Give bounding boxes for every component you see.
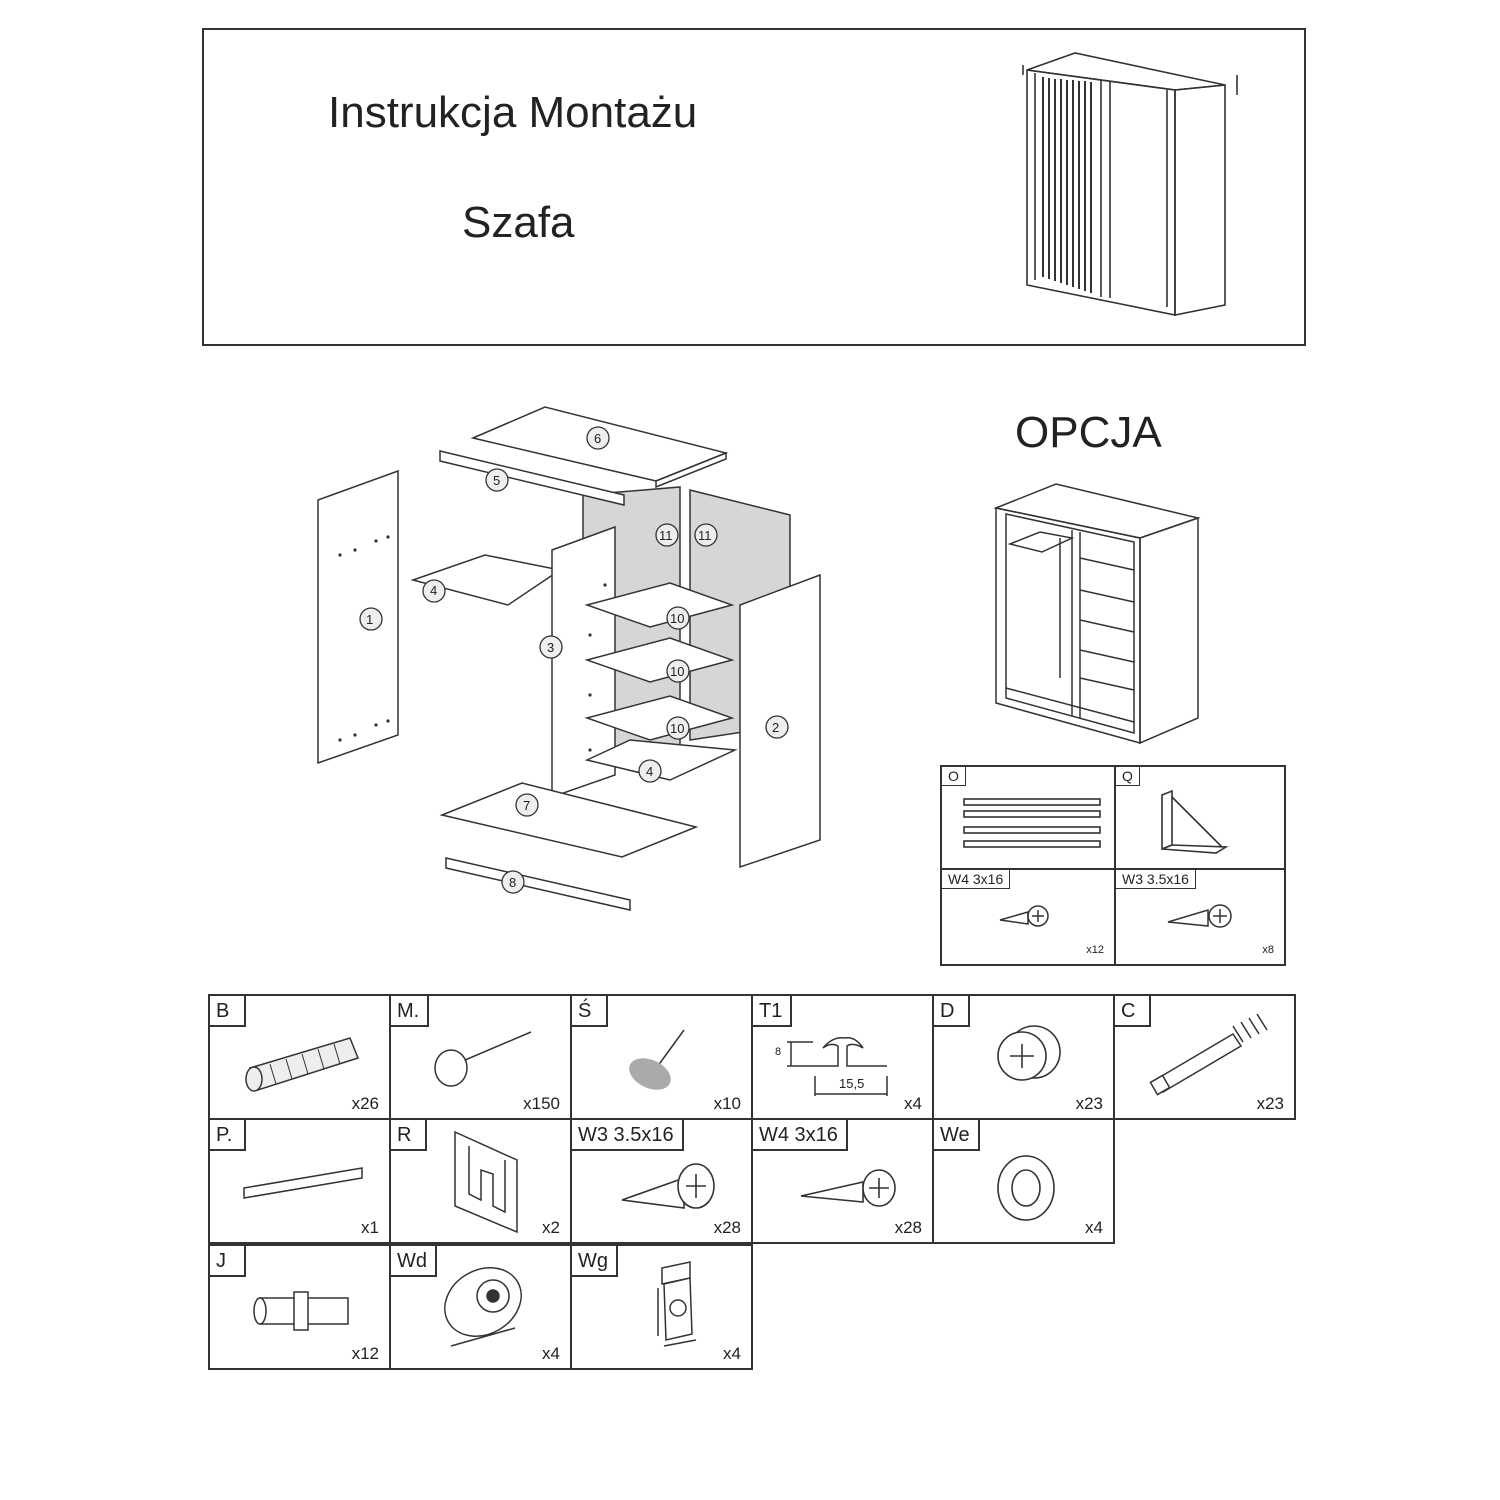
hardware-part-we-label: We — [934, 1120, 980, 1151]
hardware-part-d: D x23 — [932, 994, 1115, 1120]
hardware-part-r-label: R — [391, 1120, 427, 1151]
hardware-part-wd: Wd x4 — [389, 1244, 572, 1370]
hardware-part-c: C x23 — [1113, 994, 1296, 1120]
rail-set-icon — [963, 798, 1101, 848]
connector-icon — [253, 1291, 349, 1331]
option-part-w4-qty: x12 — [1086, 944, 1104, 956]
panel-label-8: 8 — [509, 875, 517, 890]
hardware-part-t1: T1 8 15,5 x4 — [751, 994, 934, 1120]
hardware-part-wd-qty: x4 — [542, 1344, 560, 1363]
page-title: Instrukcja Montażu — [328, 88, 698, 137]
hardware-part-s: Ś x10 — [570, 994, 753, 1120]
hardware-part-p-qty: x1 — [361, 1218, 379, 1237]
panel-label-7: 7 — [523, 798, 531, 813]
upper-roller-icon — [657, 1261, 697, 1347]
t-profile-icon — [787, 1036, 888, 1096]
hardware-part-c-qty: x23 — [1256, 1094, 1284, 1113]
hardware-part-w4-qty: x28 — [894, 1218, 922, 1237]
panel-label-3: 3 — [547, 640, 555, 655]
hardware-part-s-qty: x10 — [713, 1094, 741, 1113]
hardware-part-m-qty: x150 — [523, 1094, 560, 1113]
screw-icon — [621, 1163, 715, 1209]
hardware-part-m-label: M. — [391, 996, 430, 1027]
wardrobe-open-icon — [993, 483, 1201, 745]
dowel-icon — [245, 1037, 359, 1092]
hardware-part-wd-label: Wd — [391, 1246, 437, 1277]
option-part-q: Q — [1114, 765, 1286, 870]
header-box — [202, 28, 1306, 346]
hardware-part-b-qty: x26 — [351, 1094, 379, 1113]
hardware-part-j-qty: x12 — [351, 1344, 379, 1363]
hardware-part-s-label: Ś — [572, 996, 608, 1027]
corner-bracket-icon — [1161, 789, 1229, 854]
hardware-part-c-label: C — [1115, 996, 1151, 1027]
screw-icon — [1167, 904, 1232, 928]
hardware-part-w4: W4 3x16 x28 — [751, 1118, 934, 1244]
panel-label-2: 2 — [772, 720, 780, 735]
hardware-part-t1-label: T1 — [753, 996, 793, 1027]
bracket-icon — [454, 1130, 518, 1234]
lower-roller-icon — [444, 1267, 522, 1347]
hardware-part-j: J x12 — [208, 1244, 391, 1370]
hardware-part-we: We x4 — [932, 1118, 1115, 1244]
hardware-part-d-qty: x23 — [1075, 1094, 1103, 1113]
pin-icon — [629, 1029, 685, 1090]
hardware-part-w4-label: W4 3x16 — [753, 1120, 848, 1151]
option-title: OPCJA — [1015, 408, 1162, 457]
page-subtitle: Szafa — [462, 198, 575, 247]
nail-icon — [434, 1031, 532, 1087]
hardware-part-we-qty: x4 — [1085, 1218, 1103, 1237]
option-part-w4-label: W4 3x16 — [942, 870, 1011, 889]
hardware-part-b-label: B — [210, 996, 246, 1027]
exploded-assembly-diagram — [317, 406, 821, 911]
panel-label-11a: 11 — [659, 528, 673, 543]
hardware-part-r-qty: x2 — [542, 1218, 560, 1237]
hardware-part-p-label: P. — [210, 1120, 246, 1151]
wardrobe-closed-icon — [1022, 52, 1238, 316]
panel-label-6: 6 — [594, 431, 602, 446]
panel-label-4a: 4 — [430, 583, 438, 598]
hardware-part-wg: Wg x4 — [570, 1244, 753, 1370]
option-part-w4: W4 3x16 x12 — [940, 868, 1116, 966]
hardware-part-d-label: D — [934, 996, 970, 1027]
panel-label-10c: 10 — [670, 721, 685, 736]
screw-icon — [999, 905, 1049, 927]
option-part-w3: W3 3.5x16 x8 — [1114, 868, 1286, 966]
option-part-o-label: O — [942, 767, 966, 786]
option-part-q-label: Q — [1116, 767, 1140, 786]
panel-label-10a: 10 — [670, 611, 685, 626]
t1-width-dimension: 15,5 — [839, 1076, 865, 1091]
panel-label-1: 1 — [366, 612, 374, 627]
option-part-o: O — [940, 765, 1116, 870]
hardware-part-wg-label: Wg — [572, 1246, 618, 1277]
hardware-part-p: P. x1 — [208, 1118, 391, 1244]
hardware-part-wg-qty: x4 — [723, 1344, 741, 1363]
hardware-part-w3-label: W3 3.5x16 — [572, 1120, 684, 1151]
option-part-w3-label: W3 3.5x16 — [1116, 870, 1196, 889]
hardware-part-w3-qty: x28 — [713, 1218, 741, 1237]
cam-lock-icon — [997, 1025, 1061, 1081]
option-part-w3-qty: x8 — [1262, 944, 1274, 956]
cam-bolt-icon — [1149, 1013, 1268, 1096]
rail-icon — [243, 1167, 363, 1199]
panel-label-4b: 4 — [646, 764, 654, 779]
t1-height-dimension: 8 — [775, 1046, 782, 1058]
hardware-part-j-label: J — [210, 1246, 246, 1277]
panel-label-10b: 10 — [670, 664, 685, 679]
hardware-part-w3: W3 3.5x16 x28 — [570, 1118, 753, 1244]
hardware-part-r: R x2 — [389, 1118, 572, 1244]
hardware-part-t1-qty: x4 — [904, 1094, 922, 1113]
hardware-part-b: B x26 — [208, 994, 391, 1120]
screw-icon — [800, 1169, 896, 1207]
washer-icon — [997, 1155, 1055, 1221]
hardware-part-m: M. x150 — [389, 994, 572, 1120]
panel-label-11b: 11 — [698, 528, 712, 543]
panel-label-5: 5 — [493, 473, 501, 488]
